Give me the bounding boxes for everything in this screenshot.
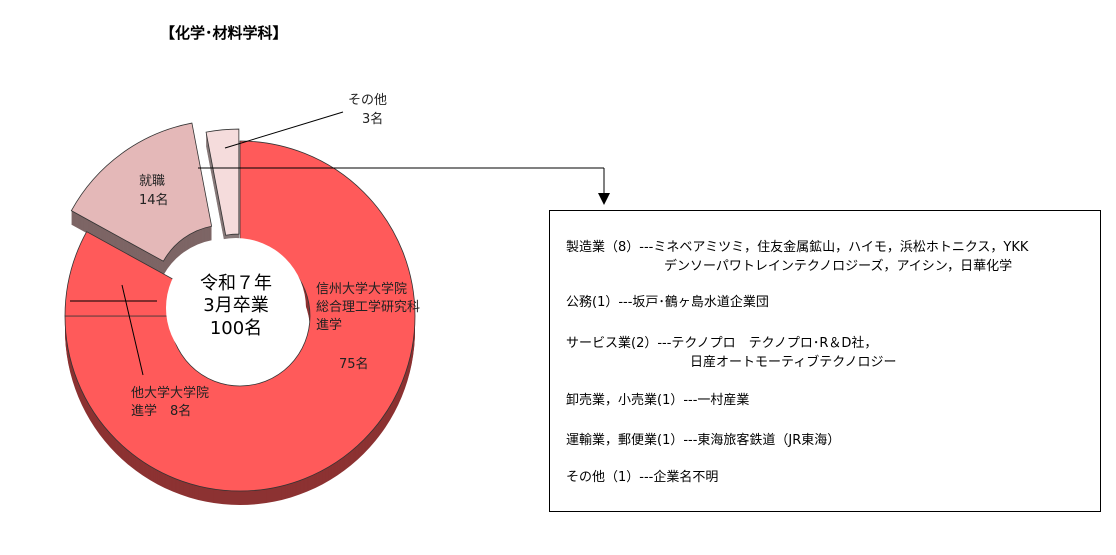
detail-line-other: その他（1）---企業名不明 <box>566 470 719 485</box>
label-shinshu-2: 総合理工学研究科 <box>316 299 420 315</box>
label-other-2: 3名 <box>362 111 383 127</box>
employment-detail-box: 製造業（8）---ミネベアミツミ，住友金属鉱山，ハイモ，浜松ホトニクス，YKK … <box>549 210 1101 512</box>
chart-title: 【化学･材料学科】 <box>160 24 288 42</box>
detail-line-service: サービス業(2）---テクノプロ テクノプロ･R＆D社， <box>566 336 878 351</box>
detail-line-wholesale: 卸売業，小売業(1）---一村産業 <box>566 393 750 408</box>
detail-line-public: 公務(1）---坂戸･鶴ヶ島水道企業団 <box>566 295 769 310</box>
label-other-1: その他 <box>348 93 387 108</box>
detail-line-manufacturing: 製造業（8）---ミネベアミツミ，住友金属鉱山，ハイモ，浜松ホトニクス，YKK <box>566 240 1029 255</box>
label-other-univ-1: 他大学大学院 <box>131 385 209 401</box>
label-other-univ-2: 進学 8名 <box>131 403 191 419</box>
label-employment-2: 14名 <box>139 192 169 208</box>
label-shinshu-1: 信州大学大学院 <box>316 281 407 297</box>
center-label-line3: 100名 <box>210 318 262 339</box>
donut-hole <box>166 238 306 378</box>
leader-arrow-head <box>598 193 610 205</box>
center-label-line2: 3月卒業 <box>203 295 268 316</box>
label-shinshu-count: 75名 <box>339 356 369 372</box>
detail-line-transport: 運輸業，郵便業(1）---東海旅客鉄道（JR東海） <box>566 433 841 448</box>
label-employment-1: 就職 <box>139 174 165 189</box>
pie-slices <box>64 122 416 505</box>
leader-line-other-univ <box>121 284 144 376</box>
detail-line-manufacturing-cont: デンソーパワトレインテクノロジーズ，アイシン，日華化学 <box>664 259 1013 274</box>
slice-other <box>205 128 240 236</box>
center-label-line1: 令和７年 <box>200 273 272 294</box>
detail-line-service-cont: 日産オートモーティブテクノロジー <box>690 355 897 370</box>
slice-shinshu <box>64 140 416 492</box>
slice-employment <box>70 122 213 262</box>
label-shinshu-3: 進学 <box>316 317 342 333</box>
leader-line-other <box>224 111 344 149</box>
